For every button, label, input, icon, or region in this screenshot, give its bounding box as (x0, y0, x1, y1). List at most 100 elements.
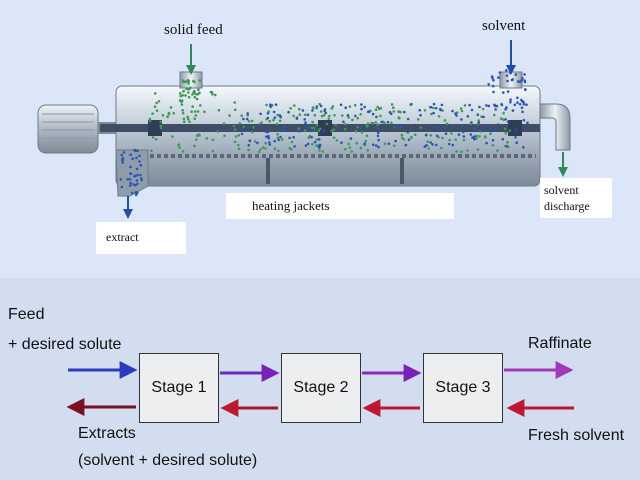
solid-particle (463, 104, 467, 107)
solvent-particle (311, 109, 314, 112)
solid-particle (475, 137, 478, 140)
solid-particle (197, 92, 200, 96)
solid-particle (151, 112, 154, 115)
solvent-particle (418, 109, 422, 112)
solid-particle (360, 131, 364, 134)
solid-particle (205, 137, 209, 140)
solvent-particle (491, 76, 494, 80)
solid-particle (356, 126, 359, 129)
solid-particle (228, 114, 231, 117)
solid-particle (233, 140, 237, 144)
solvent-particle (487, 124, 490, 128)
solvent-particle (287, 110, 290, 114)
solvent-particle (399, 125, 403, 128)
solvent-particle (306, 113, 310, 117)
solid-particle (476, 148, 480, 151)
solid-particle (157, 100, 161, 103)
solid-particle (247, 148, 250, 152)
solid-particle (400, 133, 404, 137)
solid-particle (366, 125, 369, 128)
solid-particle (504, 131, 508, 135)
solvent-particle (492, 90, 495, 94)
solvent-discharge-label: solvent discharge (544, 183, 590, 213)
solvent-particle (485, 141, 488, 145)
solid-particle (194, 114, 198, 117)
solid-particle (247, 120, 251, 123)
solvent-particle (278, 114, 282, 117)
solvent-particle (462, 130, 465, 134)
solvent-particle (444, 132, 448, 135)
solid-particle (195, 138, 198, 141)
solid-particle (328, 114, 331, 118)
solvent-particle (281, 128, 284, 131)
solid-particle (480, 115, 483, 118)
solid-particle (393, 144, 396, 147)
solid-particle (234, 135, 238, 138)
solid-particle (502, 118, 505, 121)
solid-particle (193, 117, 196, 120)
solid-particle (343, 128, 347, 131)
solid-particle (450, 132, 453, 135)
solvent-particle (259, 112, 262, 116)
solvent-particle (139, 163, 143, 167)
solvent-particle (126, 178, 130, 181)
stage-2: Stage 2 (281, 353, 361, 423)
solid-particle (190, 110, 193, 113)
solid-particle (187, 95, 191, 99)
solvent-particle (516, 96, 519, 100)
solvent-particle (425, 144, 428, 147)
solid-particle (400, 136, 404, 140)
solvent-particle (372, 143, 375, 147)
solvent-particle (120, 185, 124, 189)
solid-particle (459, 107, 463, 110)
solvent-particle (293, 145, 296, 148)
solid-particle (332, 136, 336, 139)
solvent-particle (443, 126, 446, 129)
solid-particle (148, 117, 152, 121)
solvent-particle (505, 106, 508, 109)
solvent-particle (269, 105, 272, 109)
solvent-particle (139, 173, 142, 177)
solid-particle (167, 111, 171, 115)
solvent-particle (132, 183, 135, 186)
solid-particle (506, 141, 509, 144)
solid-particle (280, 138, 284, 141)
solvent-particle (473, 127, 477, 130)
solid-particle (237, 143, 240, 147)
solid-particle (217, 108, 221, 112)
solvent-particle (505, 144, 509, 148)
solvent-particle (466, 115, 470, 118)
solvent-particle (491, 84, 495, 88)
solvent-particle (311, 128, 315, 132)
solid-particle (199, 104, 202, 107)
solvent-particle (305, 125, 309, 128)
solid-particle (347, 142, 351, 146)
solvent-particle (451, 143, 455, 147)
solid-particle (186, 115, 189, 119)
solid-particle (353, 103, 357, 107)
raffinate-label: Raffinate (528, 335, 592, 352)
solid-particle (370, 121, 374, 125)
solvent-particle (431, 143, 434, 146)
solid-particle (153, 105, 157, 108)
solvent-particle (322, 130, 326, 133)
solvent-particle (424, 133, 428, 137)
solid-particle (186, 79, 190, 82)
solid-particle (374, 121, 378, 124)
solid-particle (188, 120, 191, 124)
solid-particle (427, 147, 431, 150)
solvent-particle (509, 98, 512, 101)
solvent-particle (455, 114, 458, 117)
solvent-particle (256, 141, 259, 145)
solvent-particle (134, 149, 137, 153)
solvent-particle (342, 120, 345, 124)
solid-particle (180, 99, 184, 102)
solid-particle (318, 149, 321, 152)
solid-particle (366, 149, 370, 152)
solid-particle (376, 123, 379, 126)
solvent-particle (323, 109, 327, 113)
solvent-particle (514, 128, 518, 131)
solvent-particle (360, 103, 363, 106)
extract-label: extract (106, 230, 139, 244)
solvent-particle (429, 141, 433, 144)
